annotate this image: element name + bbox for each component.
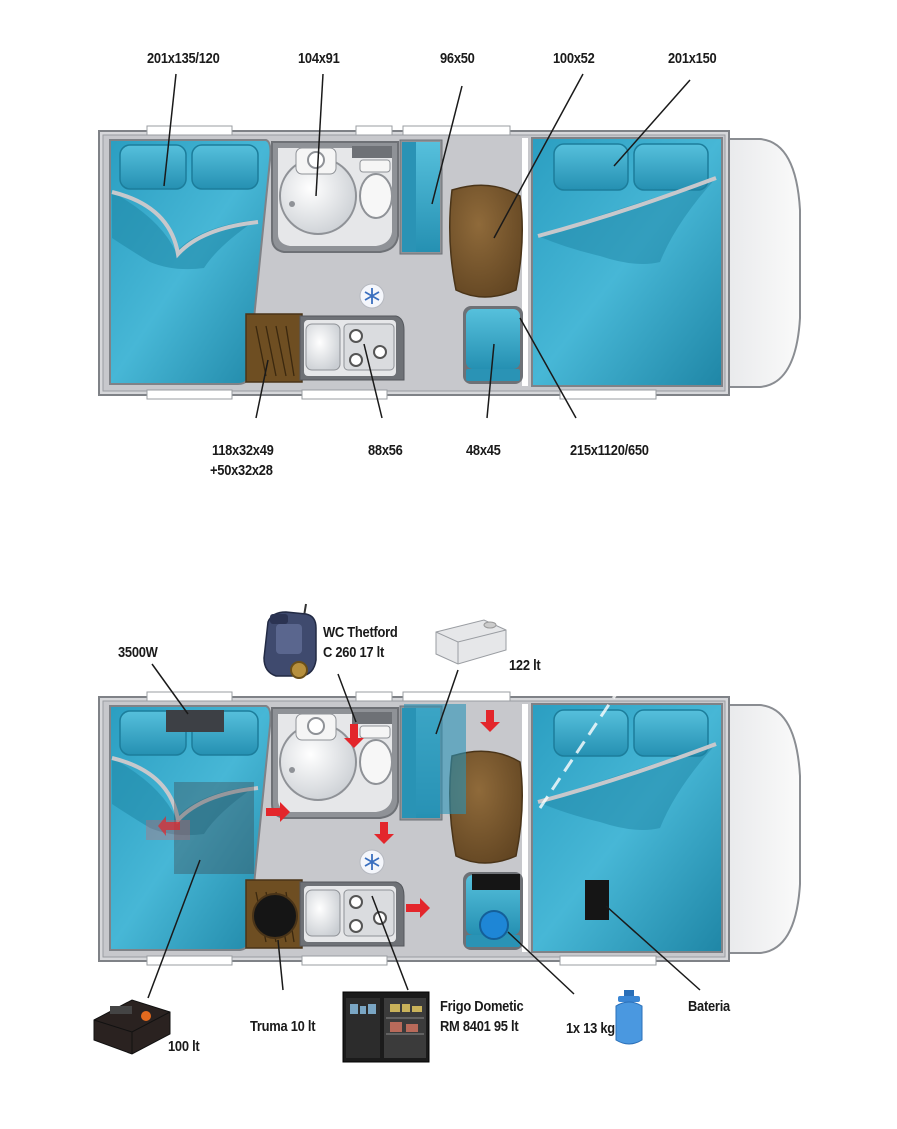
top-floorplan	[97, 73, 802, 419]
single-seat-dimension-label: 48x45	[466, 442, 501, 459]
fridge-label-2: RM 8401 95 lt	[440, 1018, 519, 1035]
table-dimension-label: 100x52	[553, 50, 595, 67]
wc-label-2: C 260 17 lt	[323, 644, 384, 661]
heater-unit	[166, 710, 224, 732]
fridge-icon	[342, 991, 430, 1063]
drop-bed-dimension-label: 215x1120/650	[570, 442, 649, 459]
cab-bed-dimension-label: 201x150	[668, 50, 717, 67]
waste-tank-icon	[93, 999, 171, 1055]
rear-bed-dimension-label: 201x135/120	[147, 50, 220, 67]
gas-bottle-icon	[615, 990, 643, 1045]
bottom-floorplan	[93, 603, 802, 1063]
airflow-arrows	[158, 710, 500, 918]
gas-label: 1x 13 kg	[566, 1020, 615, 1037]
battery-label: Bateria	[688, 998, 730, 1015]
waste-tank-outline	[174, 782, 254, 874]
battery-box	[585, 880, 609, 920]
gas-bottle-top	[479, 910, 509, 940]
wc-label: WC Thetford	[323, 624, 398, 641]
kitchen-dimension-label: 88x56	[368, 442, 403, 459]
waste-tank-label: 100 lt	[168, 1038, 200, 1055]
wardrobe-dimension-label-2: +50x32x28	[210, 462, 273, 479]
gas-locker	[472, 874, 520, 890]
fresh-tank-outline	[404, 704, 466, 814]
wc-cassette-icon	[263, 603, 317, 679]
heater-power-label: 3500W	[118, 644, 158, 661]
seat-bench-dimension-label: 96x50	[440, 50, 475, 67]
truma-label: Truma 10 lt	[250, 1018, 316, 1035]
wardrobe-dimension-label: 118x32x49	[212, 442, 274, 459]
fresh-tank-icon	[435, 619, 507, 665]
fridge-label: Frigo Dometic	[440, 998, 524, 1015]
truma-boiler	[252, 893, 298, 939]
washroom-dimension-label: 104x91	[298, 50, 340, 67]
fresh-tank-label: 122 lt	[509, 657, 541, 674]
